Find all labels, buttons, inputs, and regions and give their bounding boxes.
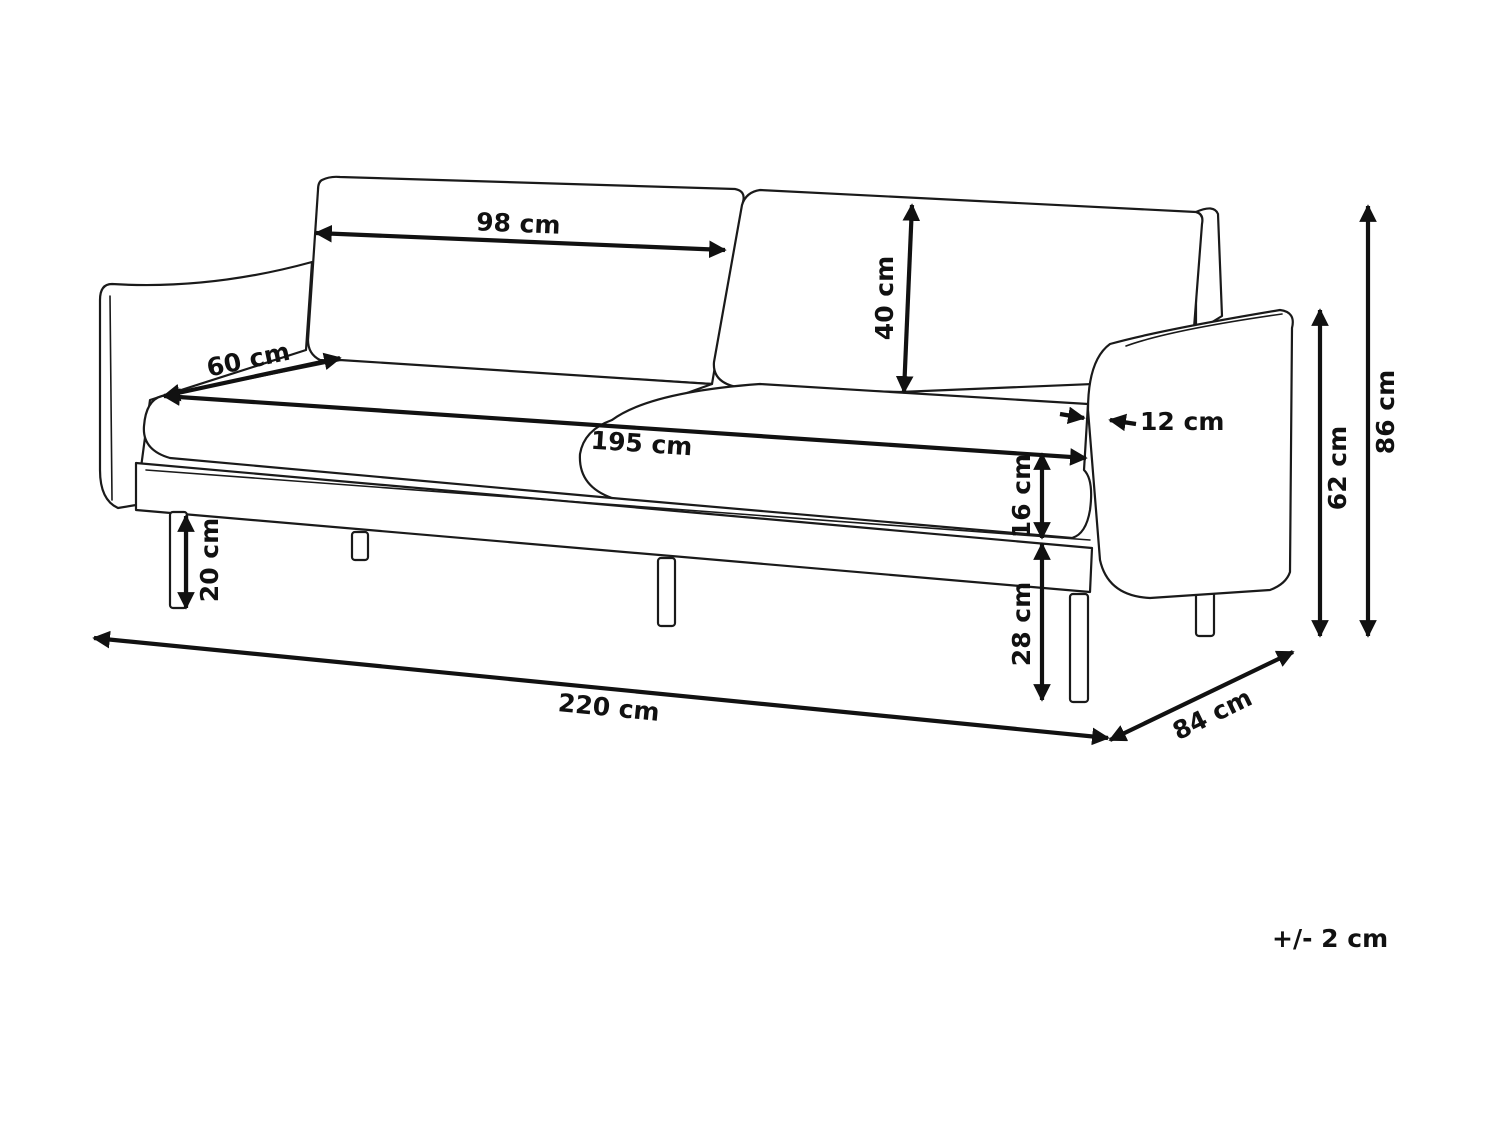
sofa-back-right-edge [1194, 207, 1224, 334]
sofa-back-cushion-right [712, 188, 1204, 394]
sofa-back-cushion-left [306, 175, 745, 386]
sofa-right-armrest-inner [1125, 313, 1283, 347]
label-seat-width: 195 cm [590, 426, 693, 462]
label-leg-height: 20 cm [195, 518, 224, 602]
arrow-195cm [162, 388, 1088, 466]
sofa-leg-rear-left [350, 530, 370, 562]
arrow-220cm [92, 630, 1110, 746]
sofa-base-frame [134, 461, 1094, 594]
dimension-labels: 98 cm 40 cm 60 cm 195 cm 12 cm 16 cm 20 … [195, 207, 1400, 953]
sofa-drawing [98, 175, 1294, 704]
arrow-12cm-right [1108, 413, 1137, 432]
label-seat-cushion-height: 16 cm [1007, 454, 1036, 538]
tolerance-note: +/- 2 cm [1272, 924, 1388, 953]
dimension-arrows [92, 203, 1377, 746]
label-armrest-width: 12 cm [1140, 407, 1224, 436]
sofa-leg-front-right [1068, 592, 1090, 704]
arrow-12cm-left [1059, 406, 1086, 425]
sofa-leg-front-middle [656, 556, 677, 628]
sofa-left-armrest-seam [109, 295, 113, 501]
arrow-40cm [895, 203, 921, 394]
label-backrest-cushion-width: 98 cm [476, 207, 562, 240]
label-total-height: 86 cm [1371, 370, 1400, 454]
sofa-base-top [145, 469, 1091, 541]
label-backrest-height: 40 cm [870, 256, 899, 340]
sofa-left-armrest [98, 260, 314, 510]
label-seat-height: 28 cm [1007, 582, 1036, 666]
sofa-right-armrest [1086, 308, 1294, 600]
arrow-98cm [314, 224, 727, 259]
label-armrest-height: 62 cm [1323, 426, 1352, 510]
arrow-84cm [1108, 650, 1295, 742]
